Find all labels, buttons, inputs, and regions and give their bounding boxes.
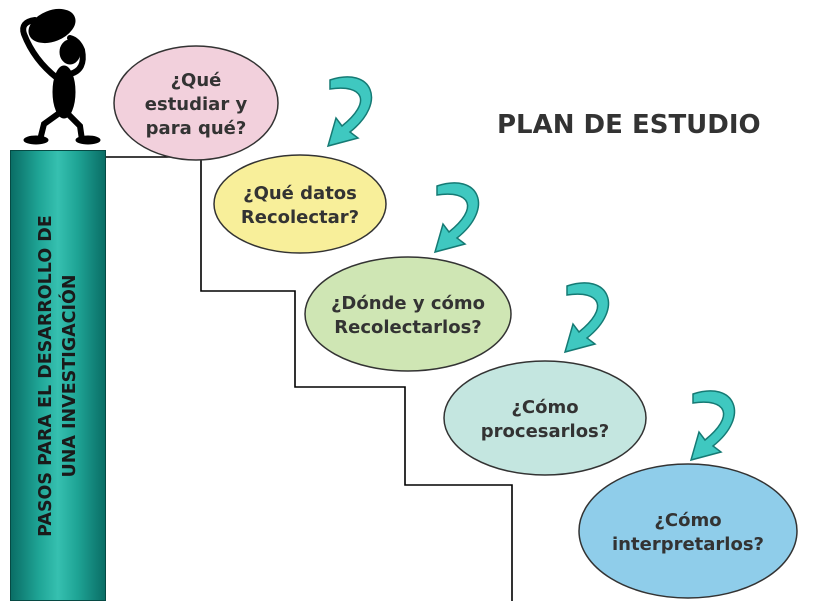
step-label-5: ¿Cómo interpretarlos?: [579, 509, 797, 557]
pillar-label-line1: PASOS PARA EL DESARROLLO DE: [36, 215, 56, 537]
curved-arrow-icon-1: [326, 76, 373, 148]
step-bubble-5: [578, 463, 798, 599]
pillar-label: PASOS PARA EL DESARROLLO DE UNA INVESTIG…: [34, 156, 82, 596]
step-label-4-line: ¿Cómo: [511, 397, 579, 418]
page-title: PLAN DE ESTUDIO: [497, 110, 761, 140]
curved-arrow-icon-3: [563, 282, 610, 354]
curved-arrow-icon-2: [433, 182, 480, 254]
step-bubble-2: [213, 154, 387, 254]
steps-pillar: [10, 150, 106, 601]
step-bubble-3: [304, 256, 512, 372]
step-label-3-line: ¿Dónde y cómo: [330, 293, 486, 314]
step-label-3-line: Recolectarlos?: [334, 317, 482, 338]
step-bubble-4: [443, 360, 647, 476]
staircase-line: [106, 156, 513, 601]
curved-arrow-icon-4: [689, 390, 736, 462]
pillar-label-line2: UNA INVESTIGACIÓN: [60, 274, 80, 478]
step-label-4-line: procesarlos?: [480, 421, 610, 442]
step-label-1-line: ¿Qué: [170, 70, 222, 91]
step-label-1-line: para qué?: [145, 118, 247, 139]
step-label-2-line: ¿Qué datos: [243, 183, 357, 204]
step-bubble-1: [113, 45, 279, 161]
step-label-4: ¿Cómo procesarlos?: [444, 396, 646, 444]
step-label-5-line: ¿Cómo: [654, 510, 722, 531]
step-label-2-line: Recolectar?: [240, 207, 360, 228]
step-label-1: ¿Qué estudiar y para qué?: [114, 69, 278, 141]
step-label-5-line: interpretarlos?: [612, 534, 764, 555]
step-label-1-line: estudiar y: [144, 94, 248, 115]
thinking-person-icon: [20, 8, 101, 145]
